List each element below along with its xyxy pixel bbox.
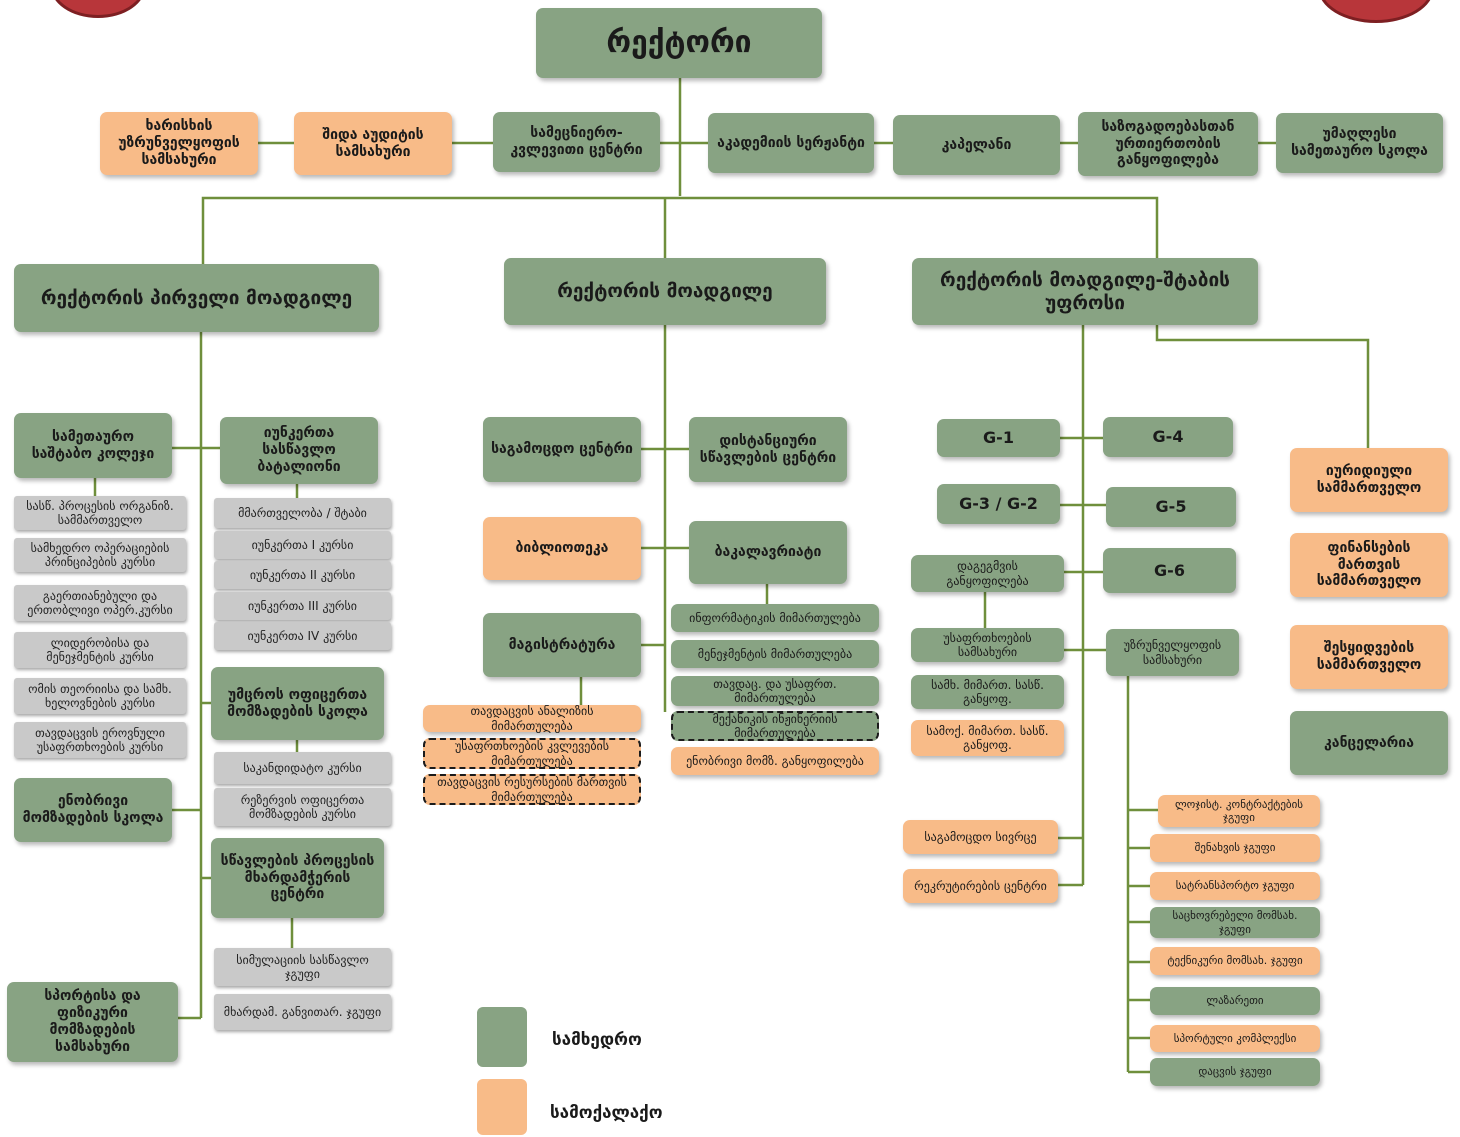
cadet-battalion-box: იუნკერთა სასწავლო ბატალიონი bbox=[220, 417, 378, 484]
cadet-battalion-item: იუნკერთა II კურსი bbox=[214, 561, 391, 589]
cadet-battalion-item: იუნკერთა III კურსი bbox=[214, 592, 391, 620]
legend-military-label: სამხედრო bbox=[552, 1030, 642, 1050]
training-support-center-box: სწავლების პროცესის მხარდამჭერის ცენტრი bbox=[211, 838, 384, 918]
military-education-unit-box: სამხ. მიმართ. სასწ. განყოფ. bbox=[911, 675, 1064, 709]
bachelor-item: მენეჯმენტის მიმართულება bbox=[671, 640, 879, 668]
quality-assurance-box: ხარისხის უზრუნველყოფის სამსახური bbox=[100, 112, 258, 175]
procurement-department-box: შესყიდვების სამმართველო bbox=[1290, 625, 1448, 689]
staff-college-box: სამეთაურო საშტაბო კოლეჯი bbox=[14, 413, 172, 478]
master-item: თავდაცვის ანალიზის მიმართულება bbox=[423, 704, 641, 733]
master-box: მაგისტრატურა bbox=[483, 613, 641, 677]
staff-college-item: ომის თეორიისა და სამხ. ხელოვნების კურსი bbox=[14, 678, 186, 714]
planning-unit-box: დაგეგმვის განყოფილება bbox=[911, 555, 1064, 592]
legal-department-box: იურიდიული სამმართველო bbox=[1290, 448, 1448, 512]
library-box: ბიბლიოთეკა bbox=[483, 517, 641, 580]
master-item: თავდაცვის რესურსების მართვის მიმართულება bbox=[423, 774, 641, 805]
g3-g2-box: G-3 / G-2 bbox=[937, 484, 1060, 524]
logistics-item: ლაზარეთი bbox=[1150, 987, 1320, 1015]
legend-civilian-label: სამოქალაქო bbox=[550, 1103, 663, 1123]
logistics-item: ლოჯისტ. კონტრაქტების ჯგუფი bbox=[1158, 795, 1320, 827]
cadet-battalion-item: მმართველობა / შტაბი bbox=[214, 498, 391, 528]
g1-box: G-1 bbox=[937, 419, 1060, 457]
staff-college-item: ლიდერობისა და მენეჯმენტის კურსი bbox=[14, 632, 186, 668]
bachelor-item: თავდაც. და უსაფრთ. მიმართულება bbox=[671, 676, 879, 706]
logistics-item: საცხოვრებელი მომსახ. ჯგუფი bbox=[1150, 907, 1320, 938]
examination-center-box: საგამოცდო ცენტრი bbox=[483, 417, 641, 482]
research-center-box: სამეცნიერო-კვლევითი ცენტრი bbox=[493, 112, 660, 172]
finance-department-box: ფინანსების მართვის სამმართველო bbox=[1290, 533, 1448, 597]
chaplain-box: კაპელანი bbox=[893, 115, 1060, 175]
exam-space-box: საგამოცდო სივრცე bbox=[903, 820, 1058, 854]
staff-college-item: სასწ. პროცესის ორგანიზ. სამმართველო bbox=[14, 496, 186, 530]
logistics-item: დაცვის ჯგუფი bbox=[1150, 1058, 1320, 1086]
distance-learning-box: დისტანციური სწავლების ცენტრი bbox=[689, 417, 847, 482]
staff-college-item: თავდაცვის ეროვნული უსაფრთხოების კურსი bbox=[14, 722, 186, 758]
master-item: უსაფრთხოების კვლევების მიმართულება bbox=[423, 738, 641, 769]
recruitment-center-box: რეკრუტირების ცენტრი bbox=[903, 869, 1058, 903]
chief-of-staff-box: რექტორის მოადგილე-შტაბის უფროსი bbox=[912, 258, 1258, 325]
deputy-box: რექტორის მოადგილე bbox=[504, 258, 826, 325]
security-service-box: უსაფრთხოების სამსახური bbox=[911, 628, 1064, 662]
staff-college-item: გაერთიანებული და ერთობლივი ოპერ.კურსი bbox=[14, 585, 186, 621]
bachelor-item: ენობრივი მომზ. განყოფილება bbox=[671, 747, 879, 775]
cadet-battalion-item: იუნკერთა IV კურსი bbox=[214, 622, 391, 650]
first-deputy-box: რექტორის პირველი მოადგილე bbox=[14, 264, 379, 332]
logistics-item: ტექნიკური მომსახ. ჯგუფი bbox=[1150, 947, 1320, 975]
internal-audit-box: შიდა აუდიტის სამსახური bbox=[294, 112, 452, 175]
civil-education-unit-box: სამოქ. მიმართ. სასწ. განყოფ. bbox=[911, 720, 1064, 756]
cadet-battalion-item: იუნკერთა I კურსი bbox=[214, 531, 391, 559]
public-relations-box: საზოგადოებასთან ურთიერთობის განყოფილება bbox=[1078, 112, 1258, 176]
academy-sergeant-box: აკადემიის სერჟანტი bbox=[708, 113, 874, 173]
legend-military-swatch bbox=[477, 1007, 527, 1067]
logistics-item: სატრანსპორტო ჯგუფი bbox=[1150, 872, 1320, 900]
g4-box: G-4 bbox=[1103, 417, 1233, 457]
junior-school-item: რეზერვის ოფიცერთა მომზადების კურსი bbox=[214, 788, 391, 826]
junior-school-item: საკანდიდატო კურსი bbox=[214, 752, 391, 784]
legend-civilian-swatch bbox=[477, 1079, 527, 1135]
staff-college-item: სამხედრო ოპერაციების პრინციპების კურსი bbox=[14, 538, 186, 572]
g6-box: G-6 bbox=[1103, 548, 1236, 593]
g5-box: G-5 bbox=[1106, 487, 1236, 527]
rector-box: რექტორი bbox=[536, 8, 822, 78]
language-school-box: ენობრივი მომზადების სკოლა bbox=[14, 778, 172, 842]
logistics-item: შენახვის ჯგუფი bbox=[1150, 834, 1320, 862]
junior-officer-school-box: უმცროს ოფიცერთა მომზადების სკოლა bbox=[211, 667, 384, 740]
sport-service-box: სპორტისა და ფიზიკური მომზადების სამსახურ… bbox=[7, 982, 178, 1062]
bachelor-box: ბაკალავრიატი bbox=[689, 521, 847, 584]
chancellery-box: კანცელარია bbox=[1290, 711, 1448, 775]
support-center-item: სიმულაციის სასწავლო ჯგუფი bbox=[214, 948, 391, 986]
support-center-item: მხარდამ. განვითარ. ჯგუფი bbox=[214, 994, 391, 1030]
bachelor-item: მექანიკის ინჟინერიის მიმართულება bbox=[671, 711, 879, 741]
war-school-box: უმაღლესი სამეთაურო სკოლა bbox=[1276, 113, 1443, 173]
logistics-item: სპორტული კომპლექსი bbox=[1150, 1025, 1320, 1052]
logistics-service-box: უზრუნველყოფის სამსახური bbox=[1106, 629, 1239, 676]
bachelor-item: ინფორმატიკის მიმართულება bbox=[671, 604, 879, 632]
